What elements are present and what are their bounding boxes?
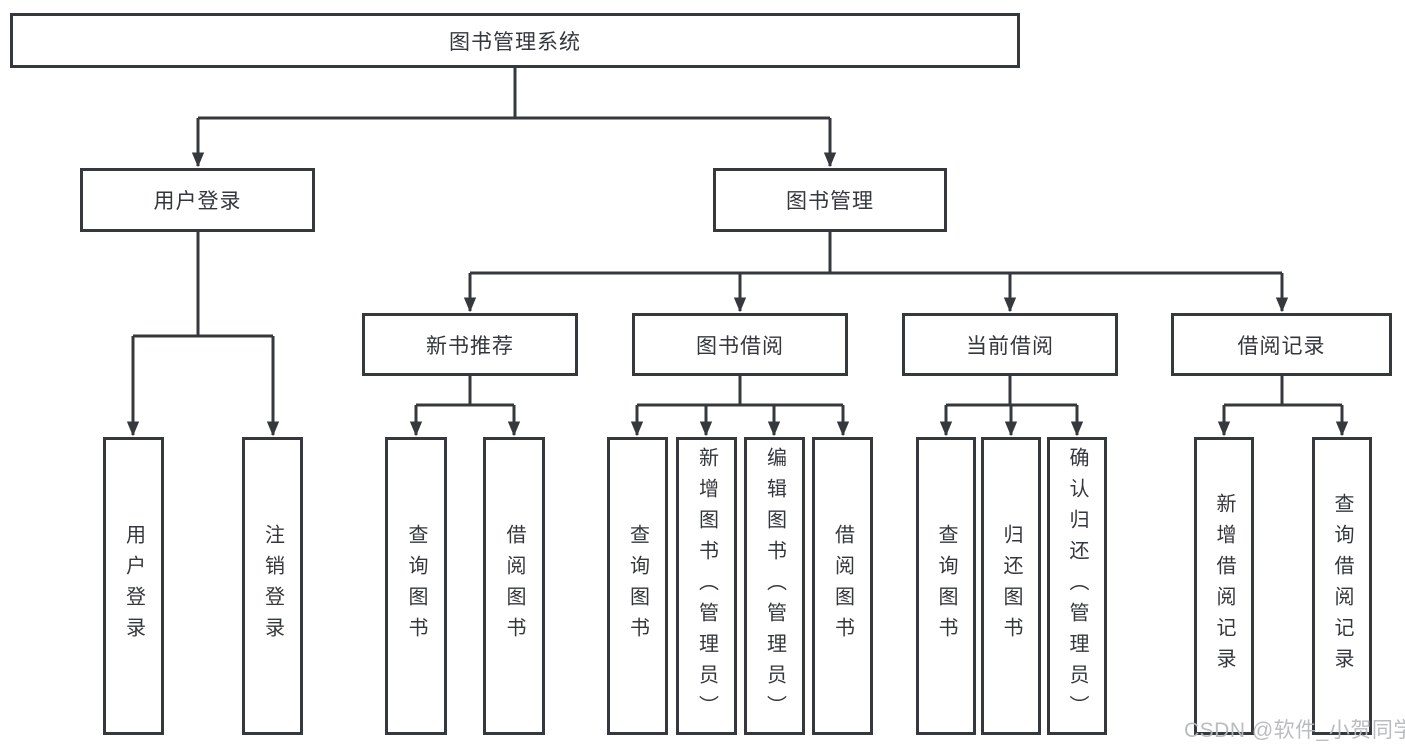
leaf-return-books: 归还图书 bbox=[981, 437, 1041, 735]
node-label: 借阅记录 bbox=[1237, 334, 1326, 358]
node-label: 确认归还（管理员） bbox=[1066, 446, 1088, 726]
leaf-query-books: 查询图书 bbox=[607, 437, 668, 735]
node-label: 查询图书 bbox=[935, 524, 957, 648]
leaf-edit-books-admin: 编辑图书（管理员） bbox=[744, 437, 805, 735]
node-label: 当前借阅 bbox=[966, 334, 1054, 358]
node-book-management: 图书管理 bbox=[713, 168, 947, 232]
csdn-watermark: CSDN @软件_小贺同学 bbox=[1184, 719, 1405, 742]
node-label: 图书借阅 bbox=[696, 334, 784, 358]
node-label: 新增借阅记录 bbox=[1213, 493, 1235, 679]
node-label: 图书管理系统 bbox=[449, 30, 581, 54]
node-label: 注销登录 bbox=[261, 524, 284, 648]
leaf-query-books: 查询图书 bbox=[385, 437, 447, 735]
node-label: 新书推荐 bbox=[426, 334, 514, 358]
node-label: 借阅图书 bbox=[831, 524, 854, 648]
leaf-add-books-admin: 新增图书（管理员） bbox=[676, 437, 737, 735]
node-user-login: 用户登录 bbox=[80, 168, 315, 232]
node-label: 用户登录 bbox=[122, 524, 145, 648]
leaf-borrow-books: 借阅图书 bbox=[483, 437, 545, 735]
node-library-management-system: 图书管理系统 bbox=[10, 13, 1020, 68]
node-label: 新增图书（管理员） bbox=[695, 446, 718, 726]
node-book-borrowing: 图书借阅 bbox=[632, 313, 848, 376]
node-label: 图书管理 bbox=[786, 190, 874, 213]
node-label: 查询图书 bbox=[626, 524, 649, 648]
node-label: 借阅图书 bbox=[503, 524, 525, 648]
node-borrowing-records: 借阅记录 bbox=[1171, 313, 1392, 376]
node-label: 查询借阅记录 bbox=[1331, 493, 1353, 679]
node-new-book-recommend: 新书推荐 bbox=[362, 313, 578, 376]
leaf-logout: 注销登录 bbox=[242, 437, 303, 735]
leaf-query-borrow-record: 查询借阅记录 bbox=[1312, 437, 1372, 735]
node-label: 用户登录 bbox=[153, 190, 242, 213]
node-label: 归还图书 bbox=[1000, 524, 1022, 648]
node-label: 编辑图书（管理员） bbox=[763, 446, 786, 726]
leaf-user-login: 用户登录 bbox=[103, 437, 164, 735]
leaf-confirm-return-admin: 确认归还（管理员） bbox=[1047, 437, 1107, 735]
node-current-borrowing: 当前借阅 bbox=[902, 313, 1118, 376]
leaf-query-books: 查询图书 bbox=[916, 437, 976, 735]
leaf-borrow-books: 借阅图书 bbox=[812, 437, 873, 735]
leaf-add-borrow-record: 新增借阅记录 bbox=[1194, 437, 1254, 735]
node-label: 查询图书 bbox=[405, 524, 427, 648]
